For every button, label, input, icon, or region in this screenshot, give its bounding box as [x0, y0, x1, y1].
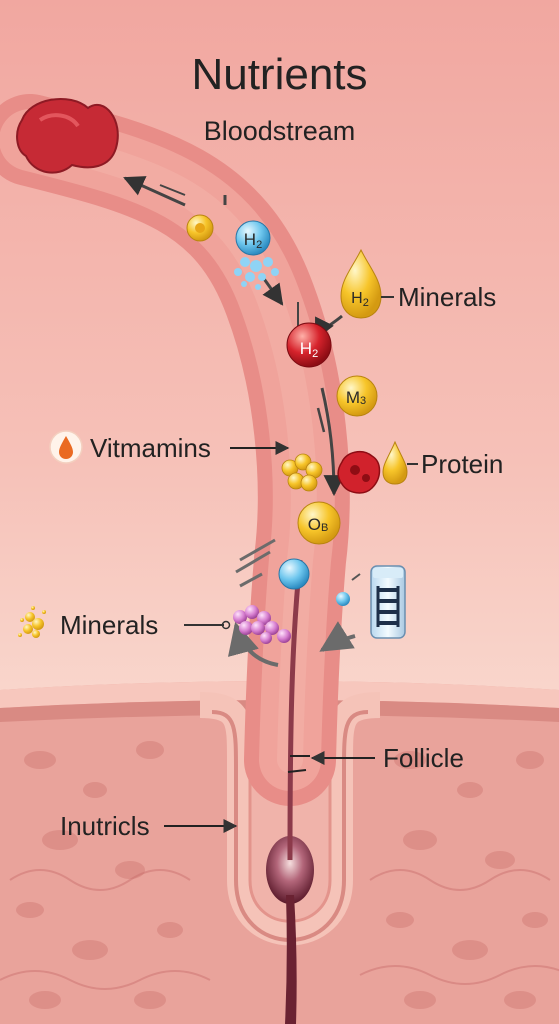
water-drop-icon [49, 430, 83, 464]
label-minerals-left: Minerals [60, 610, 159, 640]
svg-text:H2: H2 [244, 230, 262, 251]
molecule-h2-drop: H2 [340, 248, 382, 319]
label-vitamins: Vitmamins [90, 433, 211, 463]
hair-bulb [266, 836, 314, 904]
molecule-h2-blue: H2 [235, 220, 271, 256]
svg-text:H2: H2 [300, 339, 318, 360]
mineral-cluster [233, 605, 291, 644]
molecule-h2-red: H2 [286, 322, 332, 368]
molecule-ob: OB [297, 501, 341, 545]
molecule-m3: M3 [336, 375, 378, 417]
label-inutricls: Inutricls [60, 811, 150, 841]
supplement-jar-icon [370, 565, 406, 639]
yellow-particles-icon [18, 606, 46, 638]
label-minerals-top: Minerals [398, 282, 497, 312]
svg-text:M3: M3 [346, 388, 366, 407]
hair-root [285, 895, 297, 1024]
protein-blood-cell [337, 450, 381, 494]
nutrient-sphere-blue-large [278, 558, 310, 590]
diagram-subtitle: Bloodstream [203, 116, 356, 146]
vitamin-cluster [281, 453, 323, 492]
nutrient-sphere-blue-small [336, 592, 350, 606]
svg-text:OB: OB [308, 515, 329, 534]
absorption-arrows [227, 538, 356, 667]
water-droplets [234, 257, 279, 290]
protein-drop-icon [382, 440, 408, 485]
label-protein: Protein [421, 449, 504, 479]
svg-text:H2: H2 [351, 290, 369, 309]
hair-shaft [287, 559, 303, 861]
label-follicle: Follicle [383, 743, 464, 773]
diagram-title: Nutrients [191, 50, 368, 99]
